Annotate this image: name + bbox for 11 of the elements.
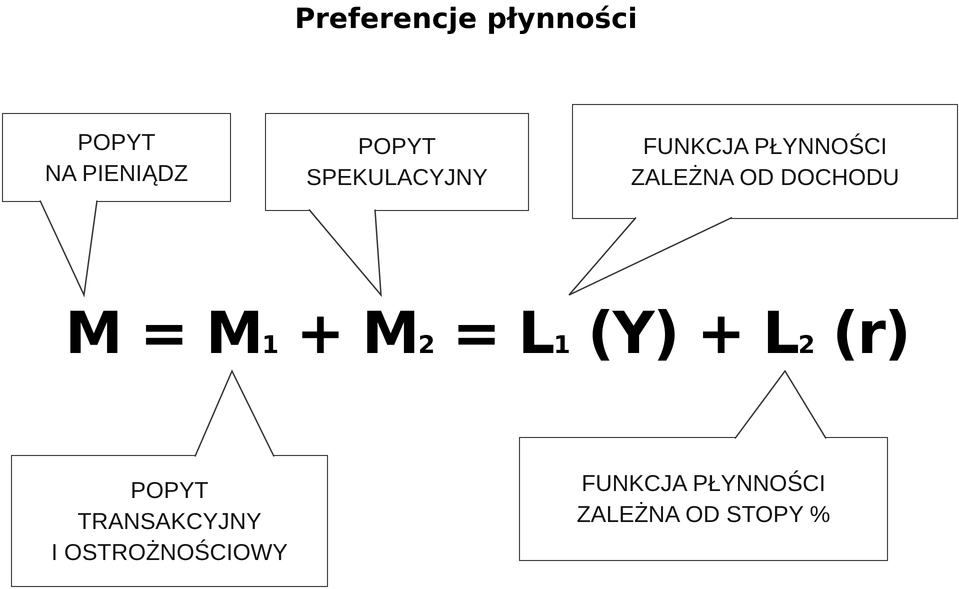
callout-text: FUNKCJA PŁYNNOŚCI ZALEŻNA OD STOPY % (576, 469, 830, 529)
callout-pointer (194, 369, 275, 458)
callout-pointer (568, 216, 733, 296)
callout-text: POPYT TRANSAKCYJNY I OSTROŻNOŚCIOWY (51, 476, 288, 566)
callout-text: POPYT SPEKULACYJNY (306, 132, 488, 192)
callout-text: FUNKCJA PŁYNNOŚCI ZALEŻNA OD DOCHODU (630, 132, 900, 192)
callout-pointer (308, 208, 382, 298)
callout-pointer (39, 200, 98, 298)
title: Preferencje płynności (294, 1, 638, 37)
callout-pointer (734, 370, 827, 440)
callout-text: POPYT NA PIENIĄDZ (44, 128, 188, 188)
